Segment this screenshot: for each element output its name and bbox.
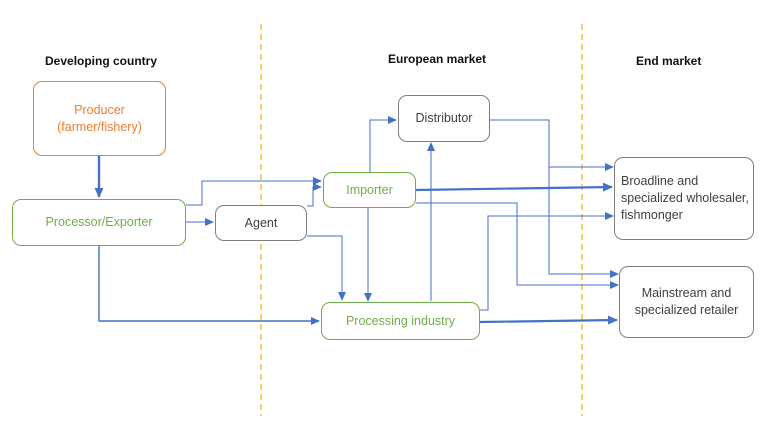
arrow-distributor-to-broadline [490, 119, 614, 171]
arrow-processing-industry-to-mainstream [479, 315, 618, 325]
arrow-distributor-to-mainstream [548, 167, 619, 278]
arrow-agent-to-importer [307, 183, 322, 207]
node-broadline-wholesaler: Broadline and specialized wholesaler, fi… [614, 157, 754, 240]
node-broadline-line1: Broadline and [621, 174, 699, 189]
arrow-importer-to-mainstream [416, 202, 619, 289]
arrow-processing-industry-to-broadline [480, 212, 614, 311]
node-producer-line2: (farmer/fishery) [57, 119, 142, 134]
node-mainstream-line1: Mainstream and [641, 286, 732, 301]
node-producer: Producer (farmer/fishery) [33, 81, 166, 156]
arrow-processor-exporter-to-processing-industry [98, 246, 320, 325]
header-european-market: European market [388, 52, 487, 66]
node-processing-industry-label: Processing industry [345, 313, 456, 328]
node-distributor-label: Distributor [415, 111, 473, 126]
node-processing-industry: Processing industry [321, 302, 480, 340]
node-processor-exporter: Processor/Exporter [12, 199, 186, 246]
node-mainstream-line2: specialized retailer [634, 303, 739, 317]
arrow-importer-to-distributor [369, 116, 397, 172]
arrow-processor-exporter-to-importer [186, 177, 322, 206]
node-broadline-line3: fishmonger [621, 207, 683, 222]
arrow-importer-to-broadline [415, 182, 613, 192]
arrow-agent-to-processing-industry [307, 235, 346, 301]
node-distributor: Distributor [398, 95, 490, 142]
header-developing-country: Developing country [45, 54, 158, 68]
node-producer-line1: Producer [74, 102, 125, 117]
node-processor-exporter-label: Processor/Exporter [45, 215, 153, 230]
node-importer-label: Importer [346, 182, 393, 197]
node-importer: Importer [323, 172, 416, 208]
node-agent-label: Agent [244, 215, 278, 230]
node-agent: Agent [215, 205, 307, 241]
node-broadline-line2: specialized wholesaler, [621, 191, 749, 206]
header-end-market: End market [636, 54, 702, 68]
node-mainstream-retailer: Mainstream and specialized retailer [619, 266, 754, 338]
